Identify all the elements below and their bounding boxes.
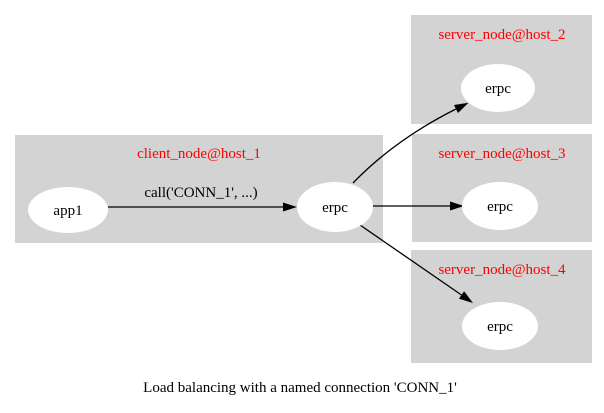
- cluster-server-node-host-3-label: server_node@host_3: [438, 146, 565, 162]
- arrowhead-icon: [454, 102, 469, 113]
- arrowhead-icon: [450, 201, 464, 211]
- arrowhead-icon: [283, 202, 297, 212]
- edge-erpc-to-server-host-4-line: [359, 224, 462, 296]
- node-erpc-server-host-3-label: erpc: [487, 199, 513, 215]
- node-erpc-server-host-4-shape: [462, 302, 538, 350]
- node-app1-label: app1: [53, 203, 82, 219]
- node-erpc-server-host-4-label: erpc: [487, 319, 513, 335]
- edge-erpc-to-server-host-4: [359, 224, 473, 303]
- cluster-server-node-host-4-label: server_node@host_4: [438, 262, 566, 278]
- arrowhead-icon: [458, 291, 473, 303]
- edge-erpc-to-server-host-2-line: [352, 108, 457, 184]
- cluster-client-node-host-1-label: client_node@host_1: [137, 146, 261, 162]
- node-app1: app1: [28, 187, 108, 233]
- node-erpc-server-host-3: erpc: [462, 182, 538, 230]
- node-erpc-server-host-2: erpc: [461, 64, 535, 112]
- node-erpc-server-host-4: erpc: [462, 302, 538, 350]
- edge-erpc-to-server-host-2: [352, 102, 469, 184]
- edge-erpc-to-server-host-3: [371, 201, 464, 211]
- node-erpc-server-host-2-shape: [461, 64, 535, 112]
- edge-call-label: call('CONN_1', ...): [144, 185, 257, 201]
- node-erpc-client: erpc: [297, 182, 373, 232]
- node-erpc-server-host-2-label: erpc: [485, 81, 511, 97]
- node-app1-shape: [28, 187, 108, 233]
- node-erpc-server-host-3-shape: [462, 182, 538, 230]
- node-erpc-client-shape: [297, 182, 373, 232]
- edge-app1-to-erpc: call('CONN_1', ...): [108, 185, 297, 212]
- node-erpc-client-label: erpc: [322, 200, 348, 216]
- cluster-server-node-host-2-label: server_node@host_2: [438, 27, 565, 43]
- diagram-title: Load balancing with a named connection '…: [143, 380, 457, 396]
